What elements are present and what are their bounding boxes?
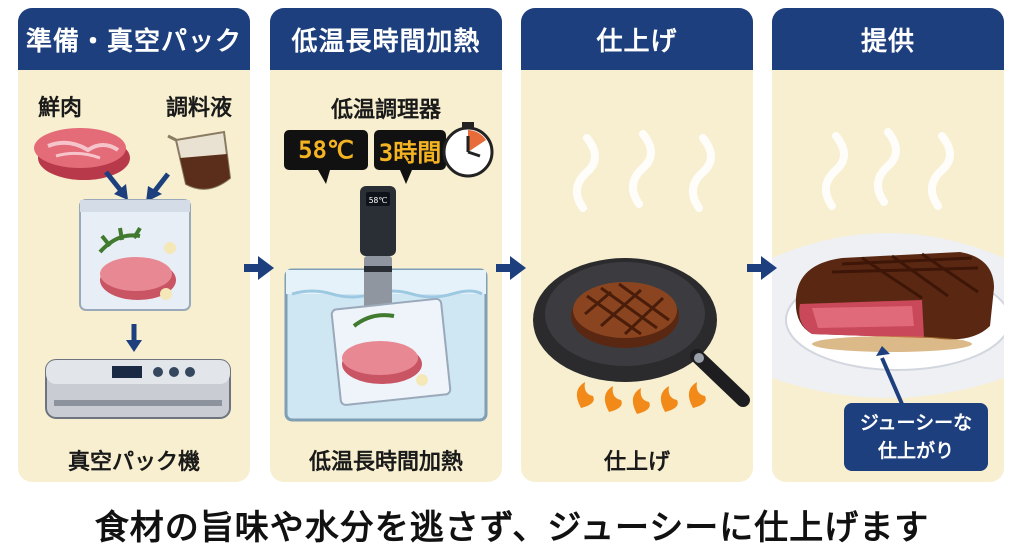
steak-icon bbox=[571, 282, 679, 348]
badge-line-2: 仕上がり bbox=[877, 440, 954, 462]
finish-bottom-label: 仕上げ bbox=[603, 450, 670, 475]
prep-illustration bbox=[34, 128, 232, 419]
caption: 食材の旨味や水分を逃さず、ジューシーに仕上げます bbox=[94, 508, 930, 548]
immersion-circulator-icon: 58℃ bbox=[360, 186, 396, 336]
seasoning-label: 調料液 bbox=[166, 96, 233, 121]
raw-meat-icon bbox=[34, 128, 130, 180]
meat-label: 鮮肉 bbox=[38, 96, 83, 121]
finish-illustration bbox=[533, 130, 750, 414]
steam-icon bbox=[822, 128, 954, 210]
serve-illustration bbox=[772, 128, 1004, 405]
sliced-steak-icon bbox=[795, 252, 994, 352]
arrow-right-icon bbox=[747, 256, 777, 280]
vacuum-sealer-label: 真空パック機 bbox=[67, 450, 200, 475]
vacuum-sealer-icon bbox=[45, 359, 231, 419]
time-display: 3時間 bbox=[374, 130, 446, 170]
step-panel-lowtemp: 低温長時間加熱 低温調理器 58℃ 3時間 58℃ bbox=[270, 8, 502, 482]
arrow-icon bbox=[104, 170, 124, 194]
badge-line-1: ジューシーな bbox=[859, 412, 973, 434]
step-title: 準備・真空パック bbox=[18, 8, 250, 70]
step-title: 仕上げ bbox=[521, 8, 753, 70]
lowtemp-bottom-label: 低温長時間加熱 bbox=[308, 450, 463, 475]
step-panel-serve: 提供 ジューシーな 仕上がり bbox=[772, 8, 1004, 482]
timer-clock-icon bbox=[442, 122, 494, 178]
juicy-badge: ジューシーな 仕上がり bbox=[844, 403, 988, 471]
arrow-right-icon bbox=[496, 256, 526, 280]
step-panel-prep: 準備・真空パック 鮮肉 調料液 bbox=[18, 8, 250, 482]
arrow-right-icon bbox=[244, 256, 274, 280]
bagged-meat-icon bbox=[330, 297, 452, 406]
flame-icon bbox=[576, 382, 706, 414]
seasoning-cup-icon bbox=[167, 130, 232, 190]
temperature-display: 58℃ bbox=[284, 130, 368, 170]
step-title: 提供 bbox=[772, 8, 1004, 70]
lowtemp-illustration: 58℃ bbox=[284, 122, 494, 422]
step-title: 低温長時間加熱 bbox=[270, 8, 502, 70]
device-display-text: 58℃ bbox=[369, 196, 388, 205]
step-panel-finish: 仕上げ 仕上げ bbox=[521, 8, 753, 482]
device-label: 低温調理器 bbox=[330, 98, 441, 123]
vacuum-bag-icon bbox=[79, 199, 191, 311]
steam-icon bbox=[573, 130, 715, 212]
